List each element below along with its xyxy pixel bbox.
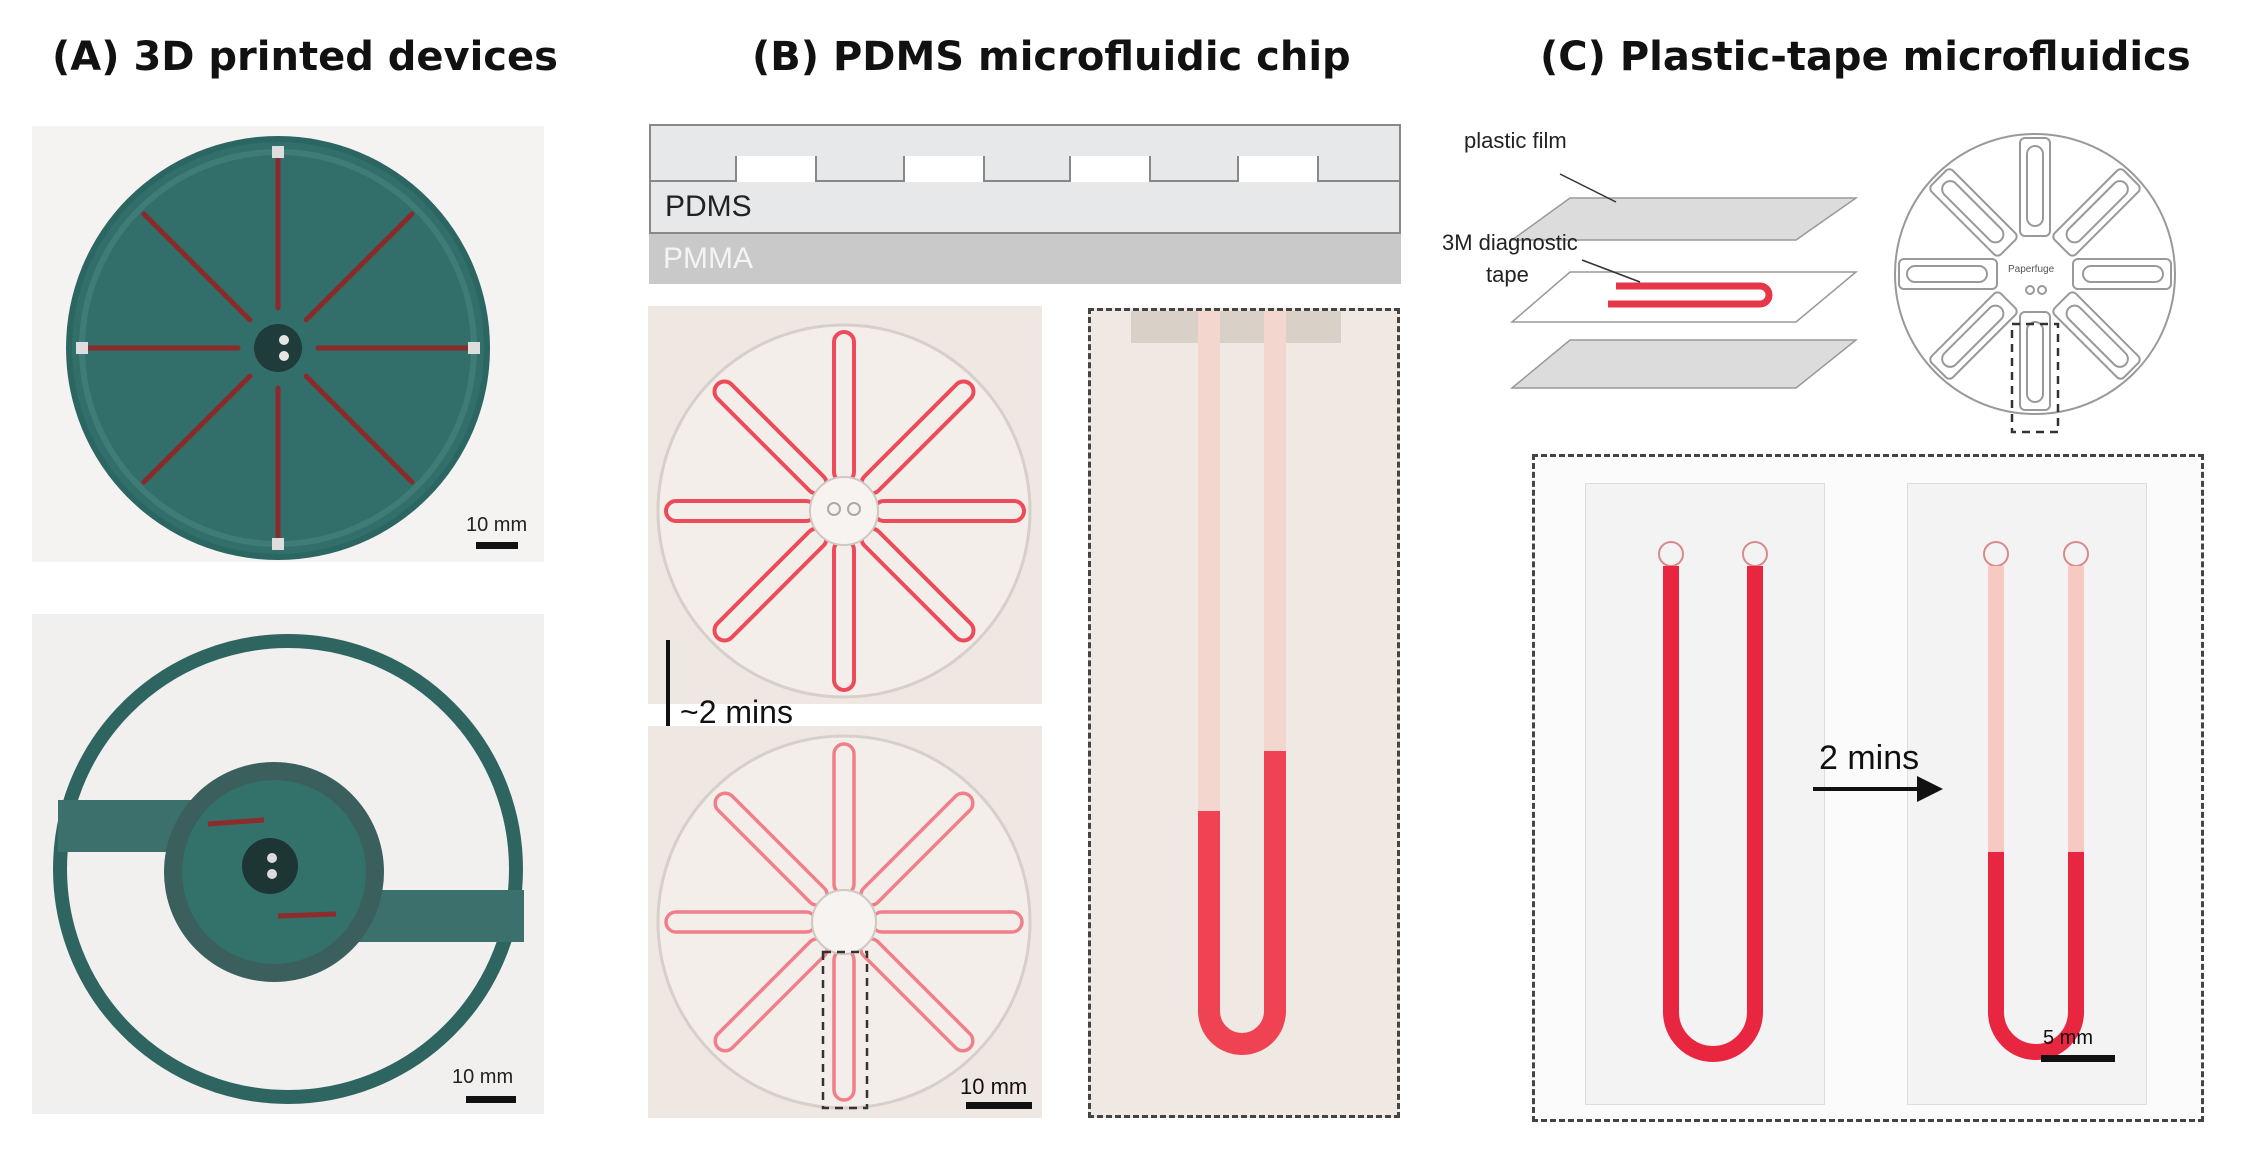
panel-a-top-photo: [32, 126, 544, 562]
diagnostic-tape-label-line1: 3M diagnostic: [1442, 230, 1578, 255]
paperfuge-disc-drawing: [1894, 133, 2176, 434]
panel-b-title: (B) PDMS microfluidic chip: [752, 34, 1351, 80]
pdms-disc-before-photo: [648, 306, 1042, 704]
tape-channel-after: [1983, 541, 2089, 1060]
pdms-cross-section: PDMS PMMA: [649, 124, 1401, 284]
pdms-layer: PDMS: [649, 182, 1401, 234]
exploded-layers: [1509, 173, 1859, 389]
diagnostic-tape-label-line2: tape: [1486, 262, 1529, 287]
panel-c-time-label: 2 mins: [1819, 739, 1920, 777]
pmma-layer-label: PMMA: [663, 242, 753, 275]
pdms-channel-zoom: [1088, 308, 1400, 1118]
pmma-layer: PMMA: [649, 234, 1401, 284]
panel-a-bottom-scale-label: 10 mm: [452, 1066, 514, 1088]
right-arrow-icon: [1917, 776, 1943, 802]
tape-channel-before: [1658, 541, 1768, 1062]
panel-a-top-scale-bar: [476, 542, 518, 549]
time-arrow-shaft: [1813, 787, 1917, 791]
panel-b-scale-bar: [966, 1102, 1032, 1109]
panel-c-scale-label: 5 mm: [2043, 1027, 2093, 1049]
channel-well: [1069, 156, 1151, 184]
panel-a-top-scale-label: 10 mm: [466, 514, 528, 536]
paperfuge-disc: Paperfuge: [1890, 124, 2180, 438]
paperfuge-disc-text: Paperfuge: [2008, 264, 2055, 275]
panel-a-bottom-scale-bar: [466, 1096, 516, 1103]
printed-disc-rotor: [66, 136, 490, 560]
printed-ring-rotor: [53, 634, 524, 1104]
time-arrow-shaft: [666, 640, 670, 766]
panel-c-title: (C) Plastic-tape microfluidics: [1540, 34, 2191, 80]
tape-channel-zoom: 2 mins 5 mm: [1532, 454, 2204, 1122]
pdms-disc-before: [656, 323, 1032, 699]
tape-strip-after: [1907, 483, 2147, 1105]
plastic-film-label: plastic film: [1464, 128, 1567, 153]
pdms-disc-after-photo: [648, 726, 1042, 1118]
panel-b-scale-label: 10 mm: [960, 1074, 1028, 1099]
panel-a-title: (A) 3D printed devices: [52, 34, 558, 80]
tape-strip-before: [1585, 483, 1825, 1105]
channel-well: [903, 156, 985, 184]
pdms-channel-zoom-drawing: [1131, 311, 1341, 1055]
panel-a-bottom-photo: [32, 614, 544, 1114]
pdms-layer-label: PDMS: [665, 190, 752, 223]
panel-c-scale-bar: [2041, 1055, 2115, 1062]
panel-b-time-label: ~2 mins: [680, 694, 793, 730]
pdms-disc-after: [656, 734, 1032, 1110]
channel-well: [1237, 156, 1319, 184]
channel-well: [735, 156, 817, 184]
tape-layer-diagram: [1430, 118, 1880, 438]
